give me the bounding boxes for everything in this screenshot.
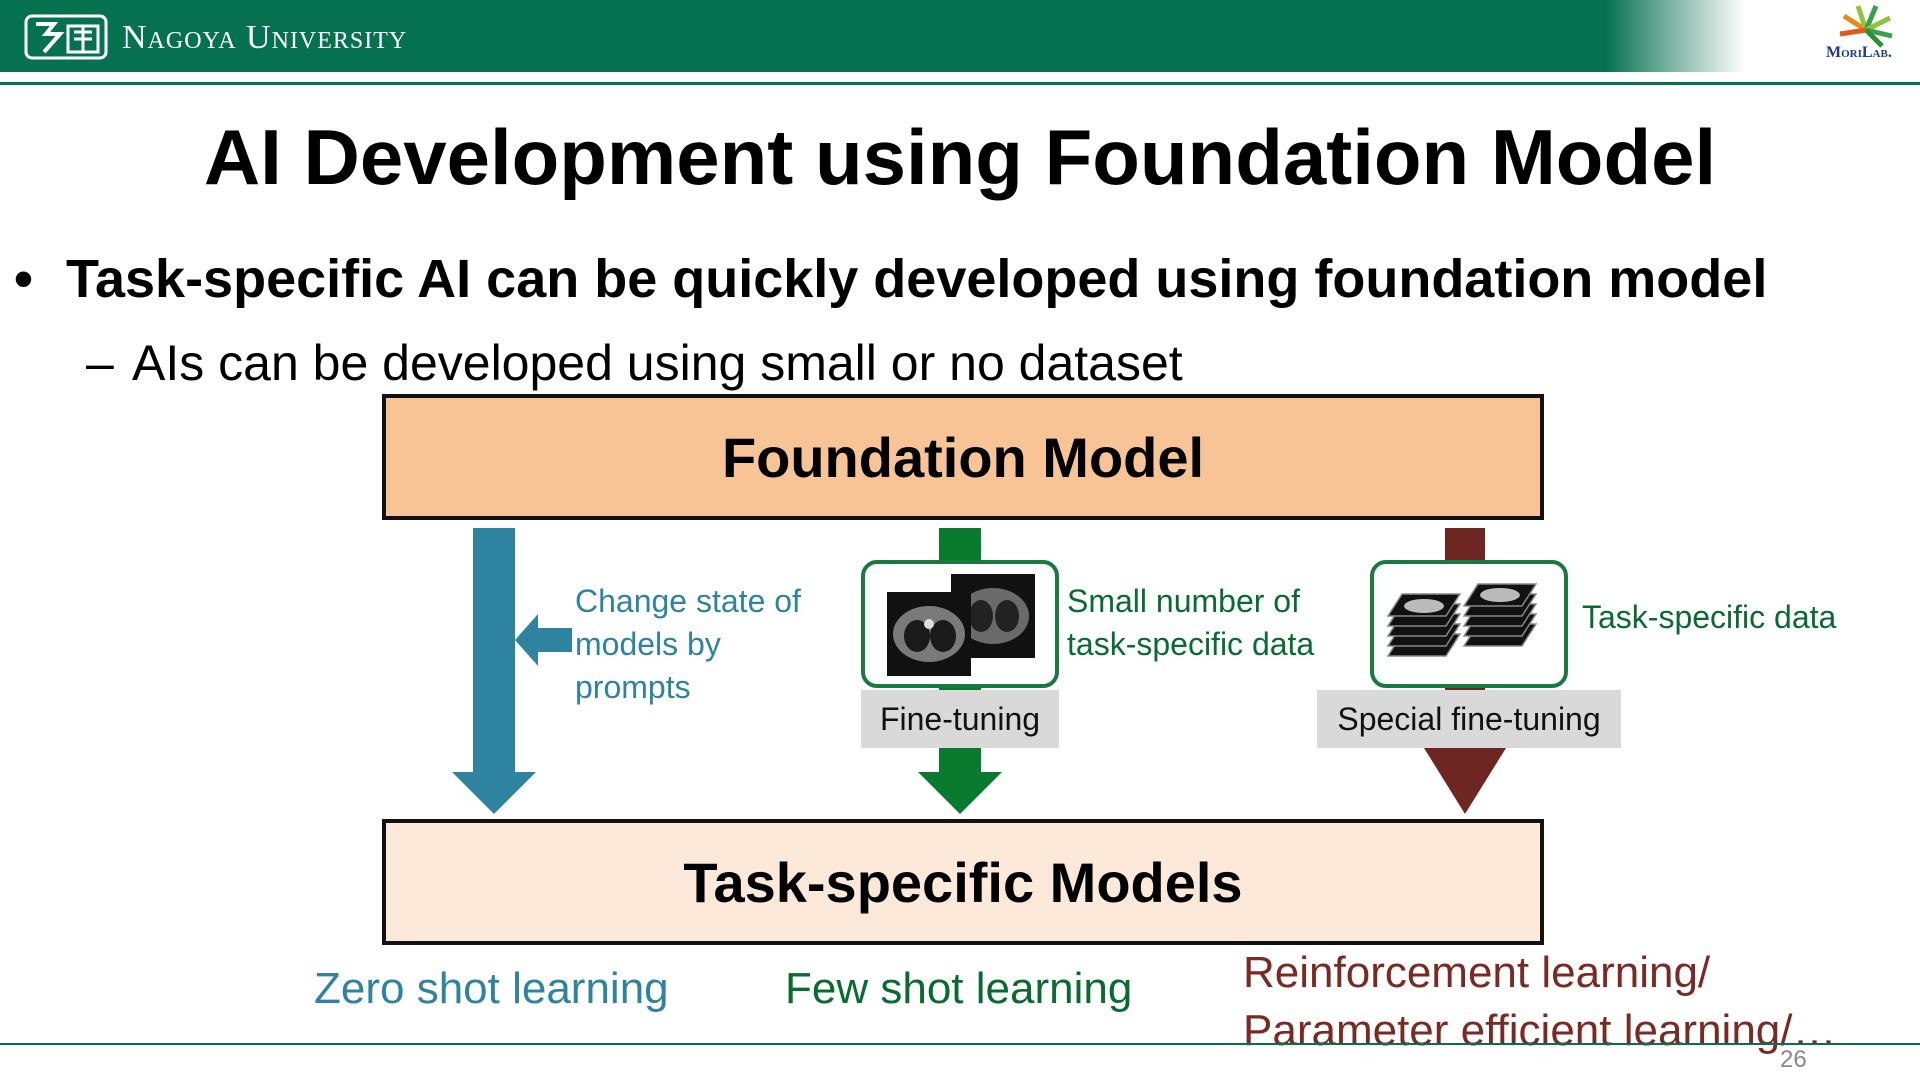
few-shot-data-line: Small number of xyxy=(1067,580,1314,623)
footer-divider xyxy=(0,1043,1920,1045)
ct-scan-icon xyxy=(865,564,1055,684)
page-number: 26 xyxy=(1780,1046,1807,1074)
ct-stack-icon xyxy=(1374,564,1564,684)
prompt-label-line: models by xyxy=(575,623,801,666)
zero-shot-arrow xyxy=(452,528,536,814)
foundation-model-box: Foundation Model xyxy=(382,394,1544,520)
task-specific-models-box: Task-specific Models xyxy=(382,819,1544,945)
reinforcement-label-line: Reinforcement learning/ xyxy=(1243,944,1836,1002)
few-shot-data-line: task-specific data xyxy=(1067,623,1314,666)
reinforcement-label-line: Parameter efficient learning/… xyxy=(1243,1002,1836,1060)
prompt-label: Change state of models by prompts xyxy=(575,580,801,709)
few-shot-label: Few shot learning xyxy=(785,964,1132,1014)
special-fine-tuning-tag: Special fine-tuning xyxy=(1317,690,1621,748)
few-shot-data-label: Small number of task-specific data xyxy=(1067,580,1314,666)
prompt-label-line: prompts xyxy=(575,666,801,709)
prompt-label-line: Change state of xyxy=(575,580,801,623)
fine-tuning-tag: Fine-tuning xyxy=(861,690,1059,748)
ct-image-box xyxy=(861,560,1059,688)
task-data-label: Task-specific data xyxy=(1582,596,1836,639)
ct-stack-box xyxy=(1370,560,1568,688)
prompt-arrow xyxy=(515,614,572,666)
zero-shot-label: Zero shot learning xyxy=(314,964,669,1014)
